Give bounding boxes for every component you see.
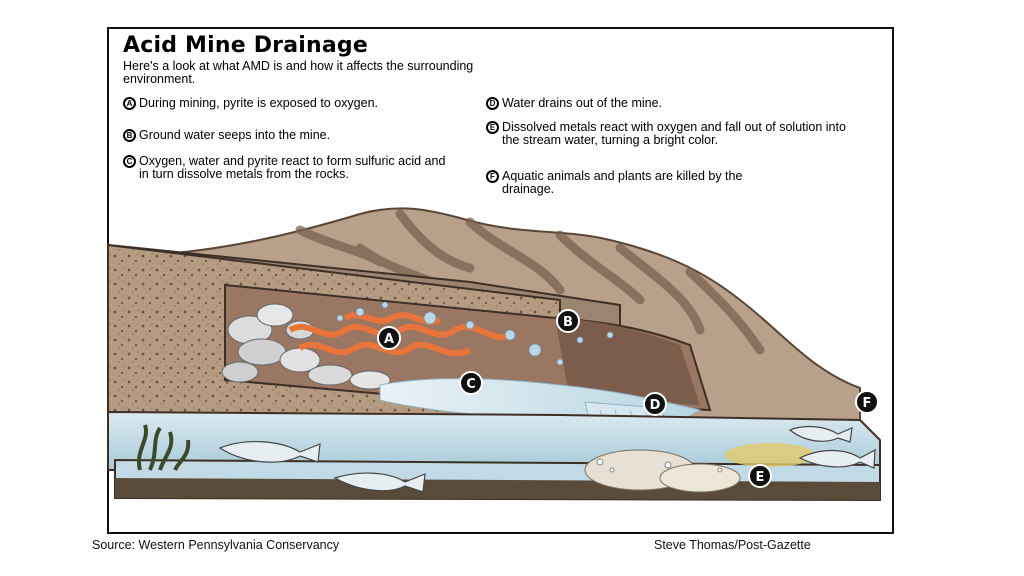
step-e: E Dissolved metals react with oxygen and… (486, 121, 866, 147)
step-text-b: Ground water seeps into the mine. (139, 128, 331, 142)
callout-e: E (748, 464, 772, 488)
aquatic-plant (136, 424, 191, 471)
credit-note: Steve Thomas/Post-Gazette (654, 538, 811, 552)
callout-c: C (459, 371, 483, 395)
step-text-a: During mining, pyrite is exposed to oxyg… (139, 96, 379, 110)
metal-precipitate (584, 443, 815, 493)
tunnel-back-wall (555, 318, 700, 405)
step-badge-c: C (123, 155, 136, 168)
callout-a: A (377, 326, 401, 350)
svg-text:C: C (466, 377, 476, 392)
svg-text:A: A (384, 332, 394, 347)
water-droplets (336, 301, 614, 366)
step-badge-a: A (123, 97, 136, 110)
svg-text:E: E (756, 470, 765, 485)
diagram-title: Acid Mine Drainage (123, 33, 368, 58)
step-text-e: Dissolved metals react with oxygen and f… (502, 120, 846, 147)
step-badge-b: B (123, 129, 136, 142)
step-badge-f: F (486, 170, 499, 183)
step-badge-d: D (486, 97, 499, 110)
step-a: A During mining, pyrite is exposed to ox… (123, 97, 453, 110)
callout-d: D (643, 392, 667, 416)
callout-b: B (556, 309, 580, 333)
rock-rubble (221, 303, 391, 390)
step-text-f: Aquatic animals and plants are killed by… (502, 169, 743, 196)
diagram-subtitle: Here's a look at what AMD is and how it … (123, 59, 474, 86)
svg-text:B: B (563, 315, 573, 330)
step-c: C Oxygen, water and pyrite react to form… (123, 155, 453, 181)
mountain-ridges (295, 209, 765, 355)
step-b: B Ground water seeps into the mine. (123, 129, 463, 142)
step-text-d: Water drains out of the mine. (502, 96, 663, 110)
step-badge-e: E (486, 121, 499, 134)
fish (218, 425, 876, 493)
source-note: Source: Western Pennsylvania Conservancy (92, 538, 340, 552)
callout-f: F (855, 390, 879, 414)
svg-text:F: F (863, 396, 872, 411)
step-f: F Aquatic animals and plants are killed … (486, 170, 756, 196)
step-text-c: Oxygen, water and pyrite react to form s… (139, 154, 446, 181)
step-d: D Water drains out of the mine. (486, 97, 866, 110)
svg-text:D: D (650, 398, 661, 413)
